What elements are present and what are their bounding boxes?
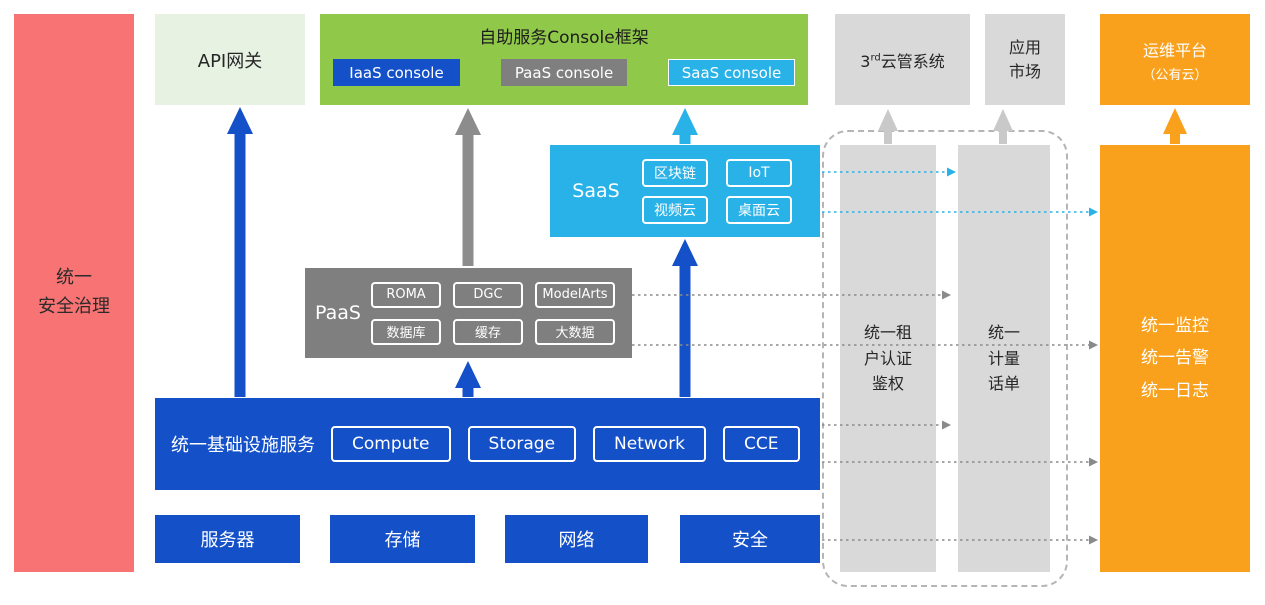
- monitoring-bar: 统一监控 统一告警 统一日志: [1100, 145, 1250, 572]
- tenant-auth-label: 统一租 户认证 鉴权: [863, 323, 912, 394]
- paas-console-chip: PaaS console: [501, 59, 627, 86]
- paas-item-dgc: DGC: [453, 281, 523, 308]
- paas-layer-box: PaaS ROMA DGC ModelArts 数据库 缓存 大数据: [305, 268, 632, 358]
- unified-security-governance-bar: 统一 安全治理: [14, 14, 134, 572]
- saas-item-grid: 区块链 IoT 视频云 桌面云: [642, 158, 792, 224]
- api-gateway-label: API网关: [197, 50, 263, 72]
- paas-item-database: 数据库: [371, 318, 441, 345]
- saas-console-chip: SaaS console: [668, 59, 795, 86]
- resource-server-box: 服务器: [155, 515, 300, 563]
- monitoring-label: 统一监控 统一告警 统一日志: [1141, 316, 1209, 401]
- resource-network-box: 网络: [505, 515, 648, 563]
- iaas-console-chip: IaaS console: [333, 59, 460, 86]
- api-gateway-box: API网关: [155, 14, 305, 105]
- arrow-monitoring-to-om-platform: [1163, 108, 1187, 144]
- metering-label: 统一 计量 话单: [987, 323, 1020, 394]
- arrow-paas-to-console: [455, 108, 481, 266]
- third-party-cloud-mgmt-box: 3rd云管系统: [835, 14, 970, 105]
- om-platform-title: 运维平台: [1142, 40, 1207, 60]
- shared-services-container: [822, 130, 1068, 587]
- saas-item-blockchain: 区块链: [642, 158, 708, 187]
- infrastructure-box: 统一基础设施服务 Compute Storage Network CCE: [155, 398, 820, 490]
- paas-label: PaaS: [315, 302, 361, 324]
- console-framework-title: 自助服务Console框架: [479, 28, 649, 48]
- app-market-label: 应用 市场: [1008, 37, 1041, 81]
- paas-item-bigdata: 大数据: [535, 318, 615, 345]
- infra-item-compute: Compute: [331, 426, 451, 462]
- infrastructure-label: 统一基础设施服务: [171, 435, 315, 456]
- infra-item-cce: CCE: [723, 426, 800, 462]
- resource-storage-box: 存储: [330, 515, 475, 563]
- console-framework-box: 自助服务Console框架 IaaS console PaaS console …: [320, 14, 808, 105]
- third-party-cloud-mgmt-label: 3rd云管系统: [860, 51, 945, 71]
- app-market-box: 应用 市场: [985, 14, 1065, 105]
- security-governance-label: 统一 安全治理: [38, 267, 110, 317]
- infra-item-network: Network: [593, 426, 707, 462]
- tenant-auth-bar: 统一租 户认证 鉴权: [840, 145, 936, 572]
- paas-item-modelarts: ModelArts: [535, 281, 615, 308]
- paas-item-grid: ROMA DGC ModelArts 数据库 缓存 大数据: [371, 281, 615, 345]
- saas-label: SaaS: [572, 180, 620, 202]
- infrastructure-item-row: Compute Storage Network CCE: [331, 426, 800, 462]
- saas-item-video-cloud: 视频云: [642, 195, 708, 224]
- console-chip-row: IaaS console PaaS console SaaS console: [320, 59, 808, 86]
- metering-bar: 统一 计量 话单: [958, 145, 1050, 572]
- saas-item-iot: IoT: [726, 158, 792, 187]
- saas-layer-box: SaaS 区块链 IoT 视频云 桌面云: [550, 145, 820, 237]
- arrow-infra-to-saas: [672, 239, 698, 397]
- om-platform-subtitle: （公有云）: [1142, 67, 1208, 83]
- infra-item-storage: Storage: [467, 426, 577, 462]
- saas-item-desktop-cloud: 桌面云: [726, 195, 792, 224]
- arrow-infra-to-paas: [455, 361, 481, 397]
- arrow-infra-to-api-gateway: [227, 107, 253, 397]
- arrow-saas-to-console: [672, 108, 698, 144]
- paas-item-cache: 缓存: [453, 318, 523, 345]
- resource-security-box: 安全: [680, 515, 820, 563]
- om-platform-box: 运维平台 （公有云）: [1100, 14, 1250, 105]
- paas-item-roma: ROMA: [371, 281, 441, 308]
